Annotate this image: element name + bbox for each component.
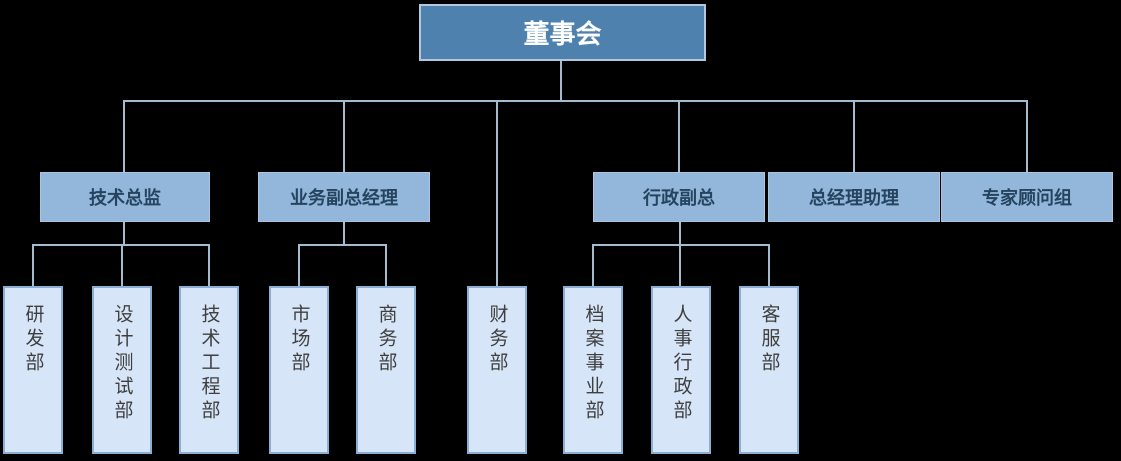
- org-node-business-vice-gm[interactable]: 业务副总经理: [258, 172, 430, 222]
- org-node-commerce-dept[interactable]: 商务部: [356, 286, 416, 454]
- connector-drop-rd-dept: [32, 244, 34, 287]
- node-label: 财务部: [486, 304, 508, 376]
- connector-trunk: [124, 100, 1028, 102]
- connector-drop-gm-assistant: [853, 100, 855, 172]
- connector-board-stub: [560, 60, 562, 102]
- node-label: 总经理助理: [809, 188, 899, 208]
- node-label: 档案事业部: [582, 304, 604, 424]
- node-label: 商务部: [375, 304, 397, 376]
- connector-drop-hr-admin-dept: [768, 244, 770, 287]
- connector-tech-v: [123, 222, 125, 246]
- node-label: 技术总监: [89, 188, 161, 208]
- connector-drop-finance: [496, 100, 498, 286]
- node-label: 行政副总: [643, 188, 715, 208]
- connector-drop-expert-advisors: [1026, 100, 1028, 172]
- node-label: 设计测试部: [111, 304, 133, 424]
- org-node-finance-dept[interactable]: 财务部: [467, 286, 527, 454]
- connector-drop-commerce-dept: [385, 244, 387, 287]
- org-node-marketing-dept[interactable]: 市场部: [269, 286, 329, 454]
- org-node-archives-dept[interactable]: 档案事业部: [563, 286, 623, 454]
- org-node-tech-director[interactable]: 技术总监: [40, 172, 210, 222]
- connector-drop-design-test-dept: [121, 244, 123, 287]
- org-node-rd-dept[interactable]: 研发部: [3, 286, 63, 454]
- connector-business-h: [298, 244, 387, 246]
- connector-admin-h: [592, 244, 770, 246]
- node-label: 专家顾问组: [982, 188, 1072, 208]
- connector-business-v: [343, 222, 345, 246]
- node-label: 客服部: [758, 304, 780, 376]
- org-node-tech-eng-dept[interactable]: 技术工程部: [179, 286, 239, 454]
- node-label: 业务副总经理: [290, 188, 398, 208]
- node-label: 研发部: [22, 304, 44, 376]
- node-label: 董事会: [523, 19, 602, 49]
- connector-drop-tech-eng-dept: [208, 244, 210, 287]
- org-node-expert-advisors[interactable]: 专家顾问组: [941, 172, 1113, 222]
- connector-drop-archives-dept: [592, 244, 594, 287]
- org-node-board[interactable]: 董事会: [419, 4, 706, 61]
- org-node-admin-vice[interactable]: 行政副总: [593, 172, 765, 222]
- connector-drop-tech-director: [123, 100, 125, 172]
- org-node-gm-assistant[interactable]: 总经理助理: [768, 172, 940, 222]
- node-label: 技术工程部: [198, 304, 220, 424]
- connector-drop-marketing-dept: [298, 244, 300, 287]
- connector-admin-v: [679, 222, 681, 287]
- connector-drop-admin-vice: [678, 100, 680, 172]
- node-label: 人事行政部: [670, 304, 692, 424]
- org-node-customer-service-dept[interactable]: 客服部: [739, 286, 799, 454]
- org-node-hr-admin-dept[interactable]: 人事行政部: [651, 286, 711, 454]
- connector-drop-business-vice-gm: [343, 100, 345, 172]
- org-node-design-test-dept[interactable]: 设计测试部: [92, 286, 152, 454]
- node-label: 市场部: [288, 304, 310, 376]
